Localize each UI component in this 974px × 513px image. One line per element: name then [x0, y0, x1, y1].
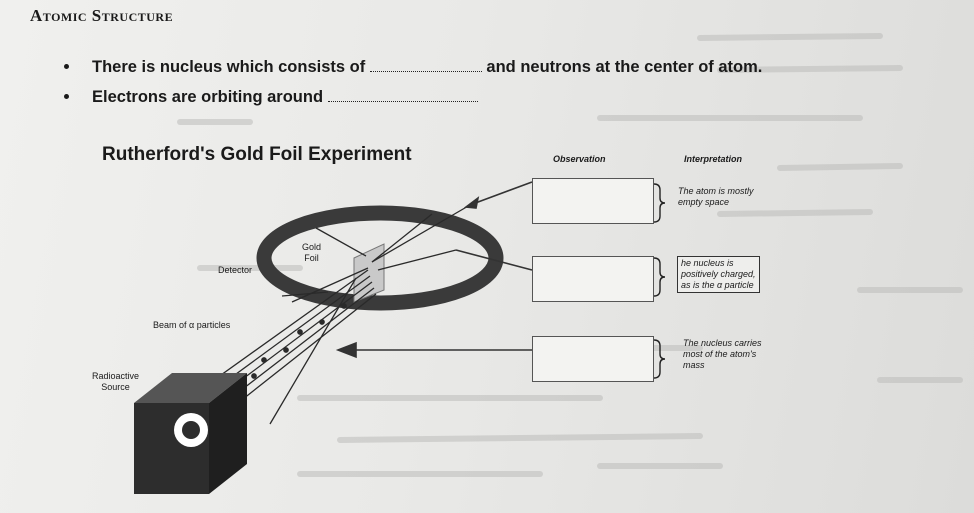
- page-heading: Atomic Structure: [30, 6, 174, 25]
- observation-box-2[interactable]: [532, 256, 654, 302]
- interpretation-2: he nucleus is positively charged, as is …: [677, 256, 760, 293]
- observation-box-1[interactable]: [532, 178, 654, 224]
- detector-label: Detector: [218, 265, 253, 275]
- observation-arrows: [335, 181, 533, 359]
- fill-in-blank[interactable]: [327, 88, 478, 102]
- bullet-text-start: There is nucleus which consists of: [92, 58, 366, 76]
- fill-in-blank[interactable]: [369, 58, 482, 72]
- braces: [653, 183, 666, 379]
- deflected-paths: [269, 204, 471, 425]
- detector-ring: [256, 205, 504, 311]
- beam-label: Beam of α particles: [153, 320, 231, 330]
- interpretation-header: Interpretation: [684, 154, 743, 164]
- gold-foil-label: Gold Foil: [302, 242, 322, 263]
- radioactive-source: [134, 373, 247, 494]
- observation-header: Observation: [553, 154, 606, 164]
- bullet-text-end: and neutrons at the center of atom.: [486, 58, 763, 76]
- interpretation-3: The nucleus carries most of the atom's m…: [683, 338, 762, 370]
- alpha-beam: [199, 269, 377, 415]
- bullet-electrons: Electrons are orbiting around: [64, 88, 762, 118]
- source-label: Radioactive Source: [92, 371, 140, 392]
- observation-box-3[interactable]: [532, 336, 654, 382]
- gold-foil: [353, 243, 385, 303]
- bullet-list: There is nucleus which consists of and n…: [64, 58, 762, 118]
- experiment-title: Rutherford's Gold Foil Experiment: [102, 144, 412, 165]
- bullet-text-start: Electrons are orbiting around: [92, 88, 324, 106]
- bullet-nucleus: There is nucleus which consists of and n…: [64, 58, 762, 88]
- interpretation-1: The atom is mostly empty space: [678, 186, 754, 207]
